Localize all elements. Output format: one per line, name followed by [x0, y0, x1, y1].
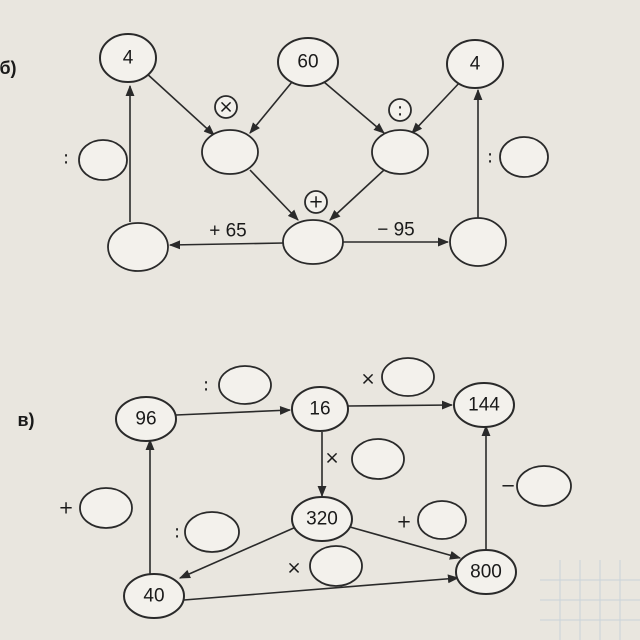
arrow-96-to-16	[175, 405, 292, 416]
answer-oval-multiplier-mid[interactable]	[351, 438, 405, 480]
answer-oval-subtrahend-right[interactable]	[516, 465, 572, 507]
op-circle-plus	[304, 190, 328, 214]
op-times-mid: ×	[324, 448, 339, 469]
node-60	[277, 37, 339, 87]
node-4-left-value: 4	[123, 48, 134, 69]
answer-oval-mul[interactable]	[201, 129, 259, 175]
arrow-320-to-40	[178, 526, 297, 579]
node-320-value: 320	[306, 509, 338, 530]
op-times-bottom: ×	[286, 558, 301, 579]
op-plus-mid: +	[396, 512, 411, 533]
node-144	[453, 382, 515, 428]
node-144-value: 144	[468, 395, 500, 416]
node-60-value: 60	[297, 52, 318, 73]
graph-paper-grid	[540, 560, 640, 640]
arrow-60-to-mul	[249, 81, 293, 134]
node-16	[291, 386, 349, 432]
node-4-right	[446, 39, 504, 89]
node-800	[455, 549, 517, 595]
answer-oval-div[interactable]	[371, 129, 429, 175]
answer-oval-multiplier-bottom[interactable]	[309, 545, 363, 587]
answer-oval-right[interactable]	[449, 217, 507, 267]
op-plus-symbol: +	[308, 192, 323, 213]
node-4-left	[99, 33, 157, 83]
arrow-40-to-800	[183, 574, 460, 601]
op-circle-div	[388, 98, 412, 122]
arrow-4-to-mul	[144, 71, 215, 136]
arrow-16-to-144	[347, 400, 454, 410]
node-16-value: 16	[309, 399, 330, 420]
op-div-symbol: :	[397, 100, 403, 121]
answer-oval-left[interactable]	[107, 222, 169, 272]
op-mul-symbol: ×	[218, 97, 233, 118]
answer-oval-addend-mid[interactable]	[417, 500, 467, 540]
edge-label-minus-95: − 95	[377, 220, 415, 241]
arrow-60-to-div	[323, 81, 385, 134]
arrow-sum-to-left	[168, 240, 285, 250]
op-times-top: ×	[360, 369, 375, 390]
arrow-div-to-sum	[329, 169, 385, 221]
answer-oval-divisor-top[interactable]	[218, 365, 272, 405]
answer-oval-multiplier-top[interactable]	[381, 357, 435, 397]
op-circle-mul	[214, 95, 238, 119]
node-40	[123, 573, 185, 619]
op-colon-left: :	[174, 522, 180, 543]
arrow-mul-to-sum	[249, 169, 299, 221]
node-800-value: 800	[470, 562, 502, 583]
node-320	[291, 496, 353, 542]
op-colon-right: :	[487, 147, 493, 168]
section-v-label: в)	[17, 410, 34, 430]
answer-oval-addend-left[interactable]	[79, 487, 133, 529]
op-colon-top: :	[203, 375, 209, 396]
op-minus-right: −	[500, 476, 515, 497]
node-40-value: 40	[143, 586, 164, 607]
answer-oval-sum[interactable]	[282, 219, 344, 265]
op-plus-left: +	[58, 498, 73, 519]
section-b-label: б)	[0, 58, 17, 78]
arrow-320-to-800	[349, 526, 462, 560]
answer-oval-divisor-right[interactable]	[499, 136, 549, 178]
node-96-value: 96	[135, 409, 156, 430]
node-4-right-value: 4	[470, 54, 481, 75]
answer-oval-divisor-left[interactable]	[78, 139, 128, 181]
op-colon-left: :	[63, 148, 69, 169]
answer-oval-divisor-left[interactable]	[184, 511, 240, 553]
arrow-4-to-div	[411, 79, 463, 134]
node-96	[115, 396, 177, 442]
edge-label-plus-65: + 65	[209, 221, 247, 242]
